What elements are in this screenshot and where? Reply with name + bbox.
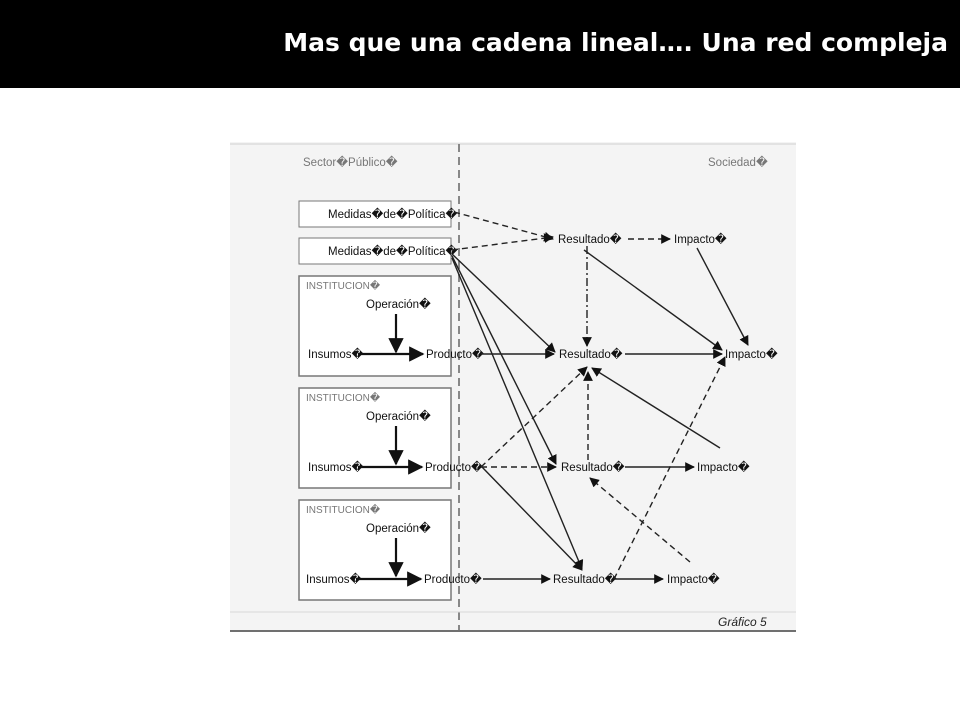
- policy-label-1: Medidas�de�Política�: [328, 207, 459, 221]
- network-diagram: Sector�Público� Sociedad� Medidas�de�Pol…: [230, 142, 796, 632]
- impacto-4: Impacto�: [667, 572, 721, 586]
- institution-block-1: INSTITUCION� Operación� Insumos� Product…: [298, 275, 485, 377]
- institution-box: [298, 275, 452, 377]
- dashed-network-arrows: [451, 211, 726, 580]
- institution-block-2: INSTITUCION� Operación� Insumos� Product…: [298, 387, 484, 489]
- diagram-canvas: Sector�Público� Sociedad� Medidas�de�Pol…: [230, 143, 796, 632]
- impacto-3: Impacto�: [697, 460, 751, 474]
- policy-label-2: Medidas�de�Política�: [328, 244, 459, 258]
- internal-arrows: [356, 314, 425, 587]
- policy-box-2: [298, 237, 452, 265]
- producto-label: Producto�: [426, 347, 485, 361]
- institution-label: INSTITUCION�: [306, 279, 381, 292]
- insumos-label: Insumos�: [308, 347, 364, 361]
- insumos-label: Insumos�: [308, 460, 364, 474]
- sector-publico-label: Sector�Público�: [303, 155, 399, 169]
- insumos-label: Insumos�: [306, 572, 362, 586]
- producto-label: Producto�: [425, 460, 484, 474]
- operacion-label: Operación�: [366, 521, 432, 535]
- title-bar: Mas que una cadena lineal…. Una red comp…: [0, 0, 960, 88]
- policy-box-1: [298, 200, 452, 228]
- institution-label: INSTITUCION�: [306, 503, 381, 516]
- operacion-label: Operación�: [366, 409, 432, 423]
- producto-label: Producto�: [424, 572, 483, 586]
- institution-label: INSTITUCION�: [306, 391, 381, 404]
- resultado-4: Resultado�: [553, 572, 618, 586]
- institution-box: [298, 499, 452, 601]
- impacto-2: Impacto�: [725, 347, 779, 361]
- institution-block-3: INSTITUCION� Operación� Insumos� Product…: [298, 499, 483, 601]
- resultado-3: Resultado�: [561, 460, 626, 474]
- institution-box: [298, 387, 452, 489]
- sociedad-label: Sociedad�: [708, 155, 769, 169]
- operacion-label: Operación�: [366, 297, 432, 311]
- figure-caption: Gráfico 5: [718, 615, 767, 629]
- impacto-1: Impacto�: [674, 232, 728, 246]
- solid-network-arrows: [451, 247, 749, 584]
- slide-title: Mas que una cadena lineal…. Una red comp…: [283, 28, 948, 57]
- resultado-2: Resultado�: [559, 347, 624, 361]
- resultado-1: Resultado�: [558, 232, 623, 246]
